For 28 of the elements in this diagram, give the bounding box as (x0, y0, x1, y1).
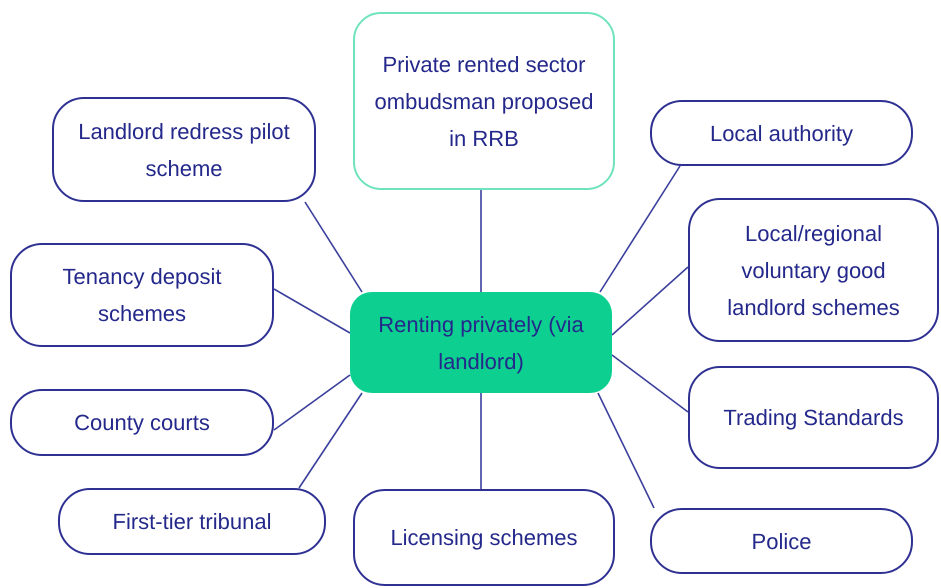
connector-line (274, 288, 350, 334)
central-box (350, 292, 612, 393)
connector-line (597, 392, 655, 508)
node-label: Landlord redress pilot scheme (77, 118, 291, 182)
agency-box (353, 489, 615, 586)
node-label: Tenancy deposit schemes (62, 263, 222, 328)
node-label: Local authority (710, 120, 854, 148)
node-label: First-tier tribunal (112, 508, 272, 536)
proposal-box (353, 12, 615, 190)
connector-line (298, 392, 363, 488)
connector-line (274, 374, 350, 431)
connector-line (611, 266, 689, 336)
agency-box (10, 243, 274, 347)
connector-line (480, 190, 482, 292)
agency-box (52, 97, 316, 202)
node-label: Private rented sector ombudsman proposed in RRB (374, 50, 594, 152)
node-label: Licensing schemes (390, 524, 578, 552)
agency-box (688, 366, 939, 469)
node-label: County courts (74, 409, 210, 437)
connector-line (599, 166, 681, 292)
connector-line (612, 354, 688, 413)
connector-line (480, 393, 482, 489)
node-label: Police (752, 528, 812, 556)
node-label: Trading Standards (723, 404, 904, 432)
agency-box (688, 198, 939, 342)
connector-line (304, 202, 363, 292)
node-label: Renting privately (via landlord) (377, 310, 585, 376)
node-label: Local/regional voluntary good landlord schemes (726, 220, 901, 322)
